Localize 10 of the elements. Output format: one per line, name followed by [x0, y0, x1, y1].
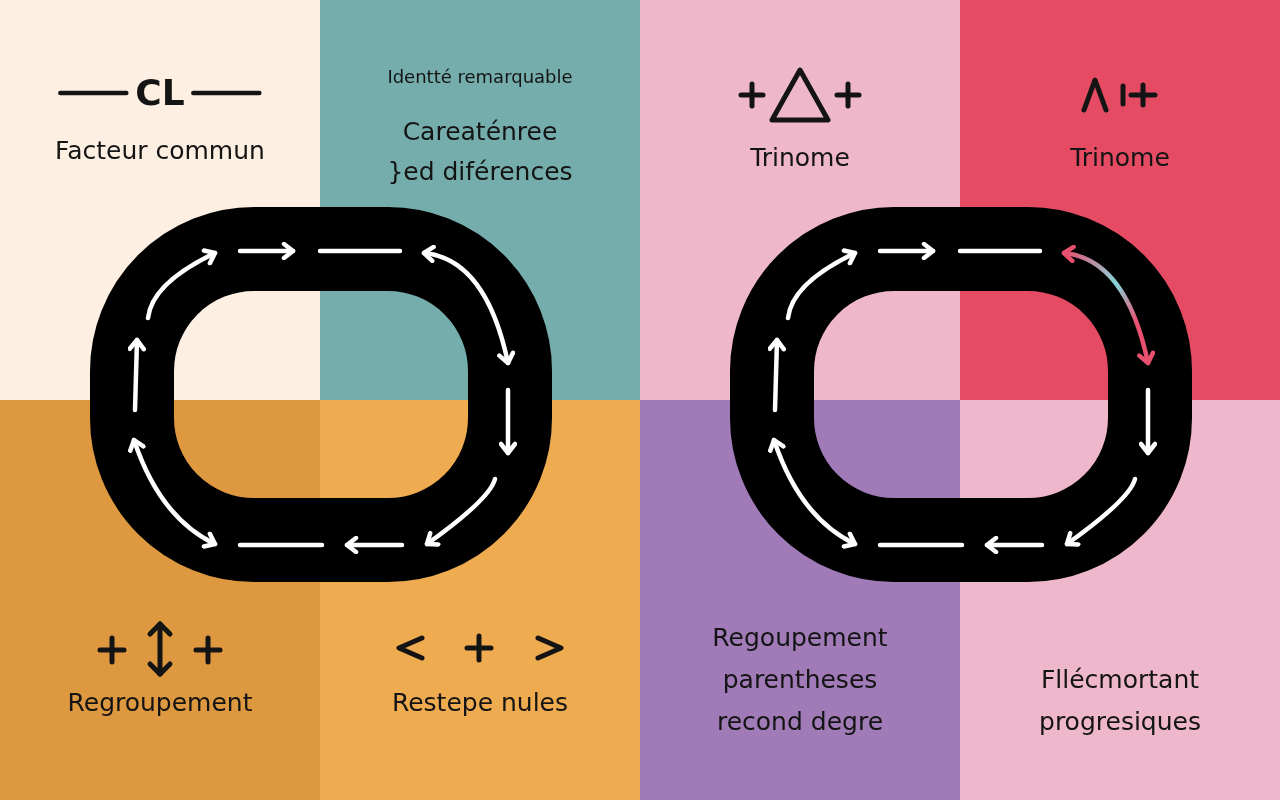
- panel-text: Fllécmortant progresiques: [1038, 664, 1202, 738]
- panel-title: Restepe nules: [390, 686, 570, 718]
- panel-text: Careaténree }ed diférences: [386, 116, 574, 188]
- panel-title: Trinome: [1069, 141, 1171, 173]
- panel-text: Regoupement parentheses recond degre: [711, 622, 889, 738]
- symbol-text: CL: [135, 75, 185, 111]
- panel-heading: Identté remarquable: [386, 64, 574, 88]
- panel-title: Trinome: [749, 141, 851, 173]
- panel-title: Facteur commun: [54, 134, 266, 166]
- panel-title: Regroupement: [66, 686, 254, 718]
